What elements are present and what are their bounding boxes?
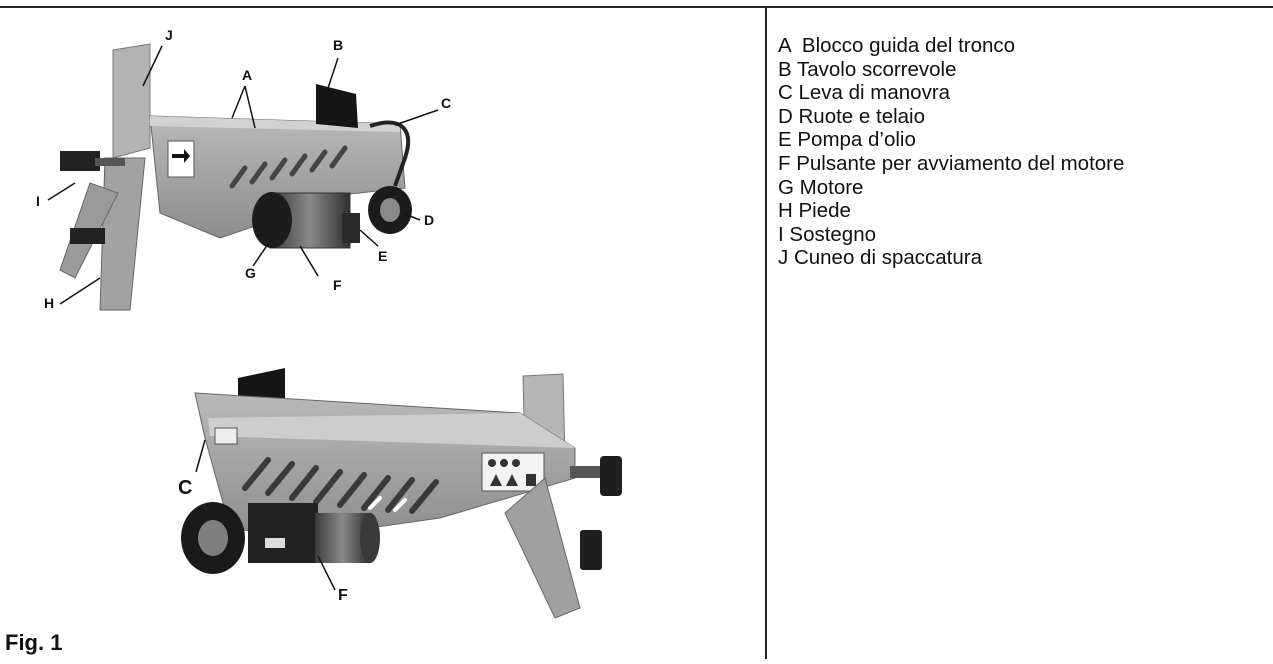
bottom-callout-label-c: C [178,477,192,499]
callout-label-f: F [333,277,342,293]
column-divider [765,6,767,659]
legend-item: D Ruote e telaio [778,104,926,128]
parts-legend: A Blocco guida del tronco B Tavolo scorr… [778,34,1268,270]
legend-item: C Leva di manovra [778,81,951,105]
bottom-callout-lines [195,439,336,591]
callout-label-g: G [245,265,256,281]
callout-label-b: B [333,37,343,53]
callout-label-j: J [165,27,173,43]
callout-label-a: A [242,67,252,83]
top-callout-lines [47,45,439,305]
legend-item: H Piede [778,199,851,223]
legend-item: J Cuneo di spaccatura [778,246,982,270]
legend-item: I Sostegno [778,222,877,246]
log-splitter-bottom-view [181,368,622,619]
callout-label-e: E [378,248,387,264]
legend-item: B Tavolo scorrevole [778,57,957,81]
figure-caption: Fig. 1 [5,630,63,655]
legend-item: A Blocco guida del tronco [778,34,1016,57]
callout-label-i: I [36,193,40,209]
figure-cell: J A B C D E F G H I [0,8,765,659]
legend-item: E Pompa d’olio [778,128,916,152]
legend-item: F Pulsante per avviamento del motore [778,151,1125,175]
legend-item: G Motore [778,175,864,199]
bottom-callout-label-f: F [338,587,348,604]
log-splitter-illustration: J A B C D E F G H I [36,27,622,619]
log-splitter-top-view [59,43,412,311]
callout-label-c: C [441,95,451,111]
callout-label-h: H [44,295,54,311]
table-top-border [0,6,1273,8]
callout-label-d: D [424,212,434,228]
